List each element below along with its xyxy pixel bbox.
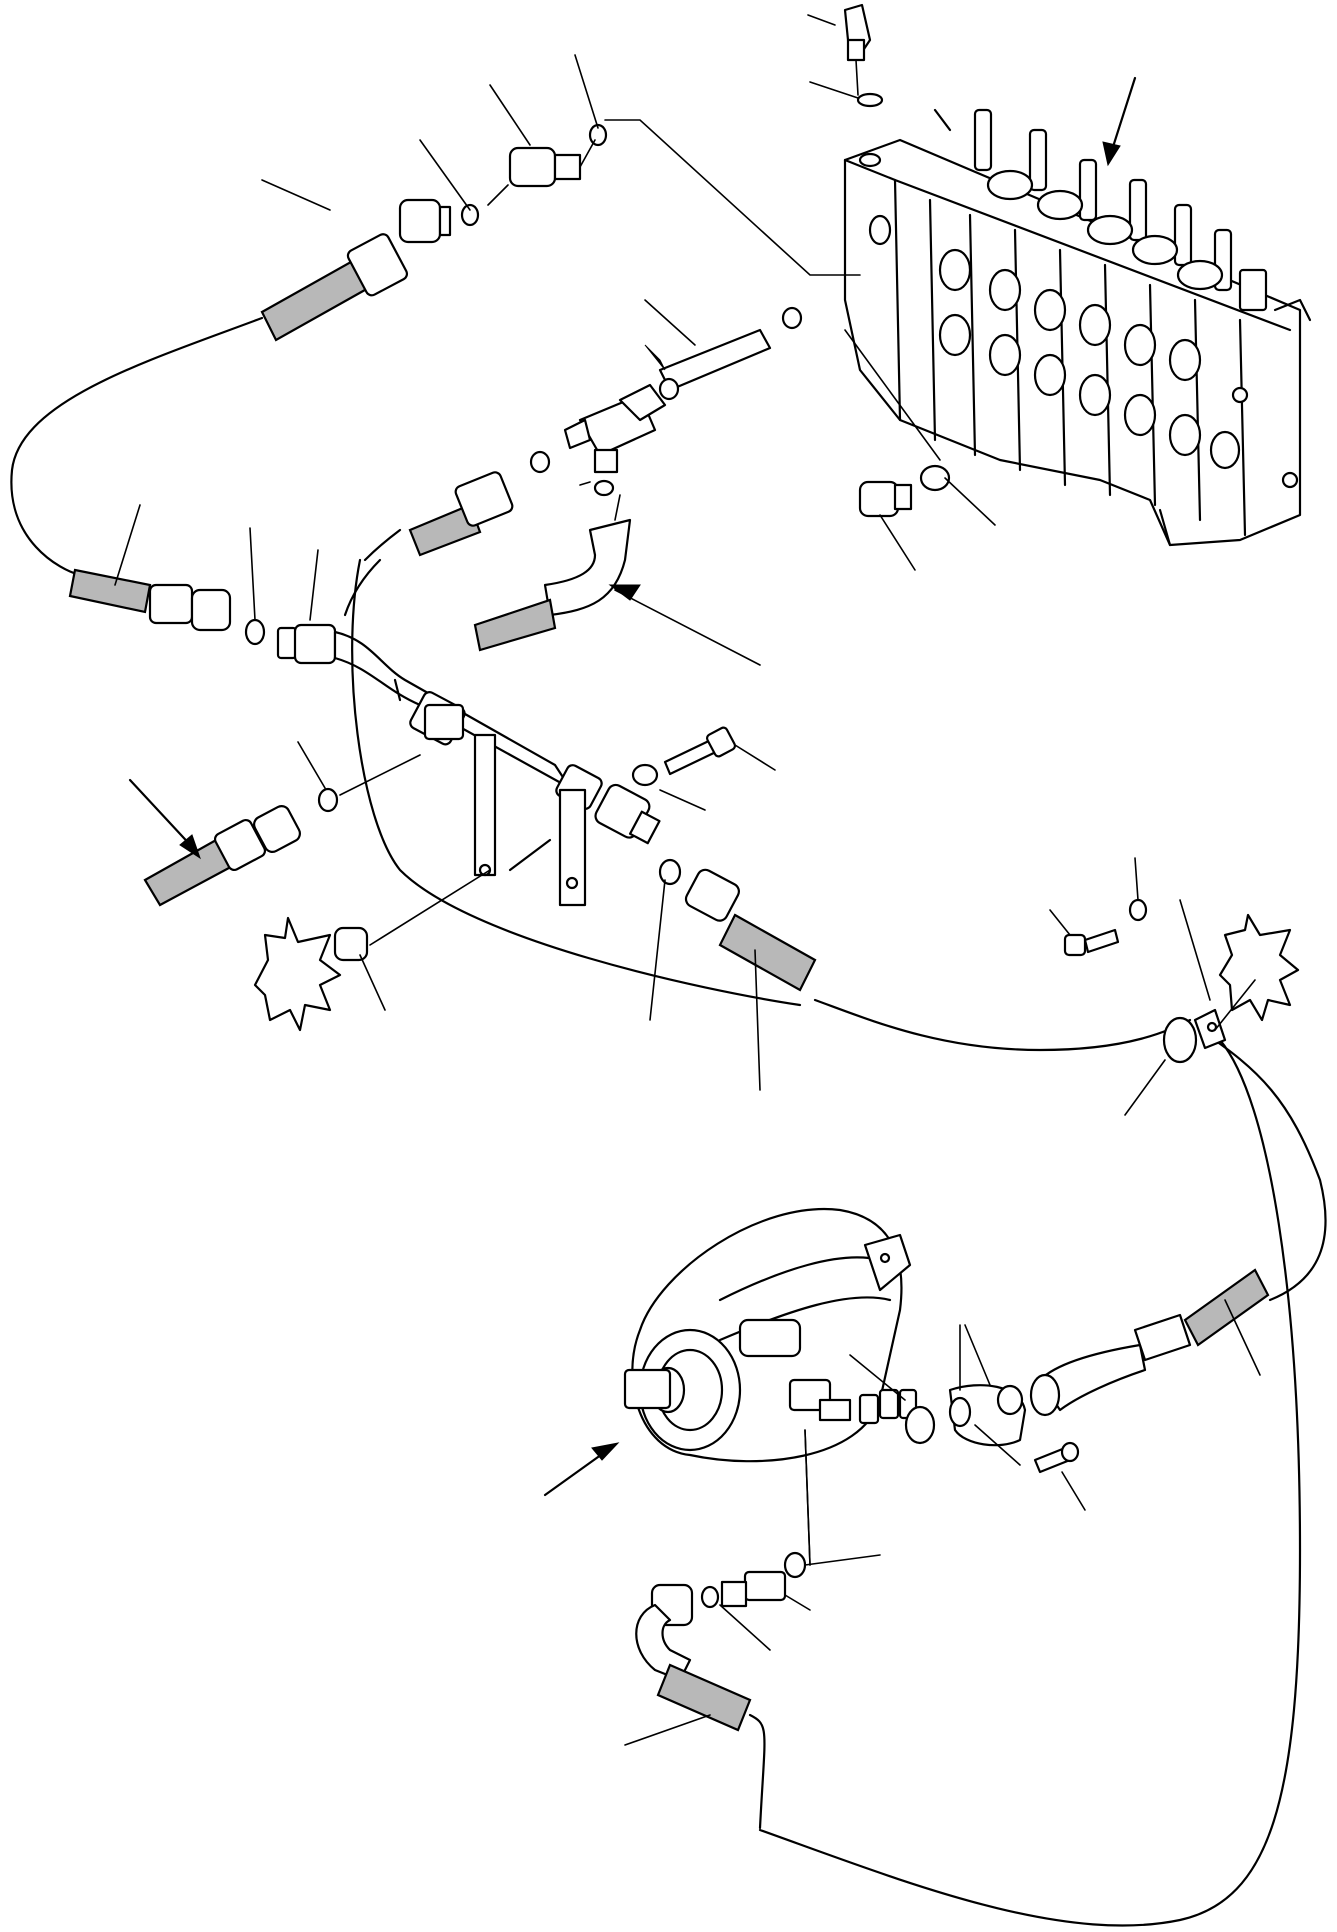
pipe-manifold-icon [276,623,661,907]
adapter-icon [700,1551,881,1651]
hose-icon [649,858,817,1091]
hose-icon [1029,1268,1270,1417]
upper-adapter-chain [398,119,861,276]
elbow-hose-icon [624,1583,766,1830]
leader-line [809,81,859,99]
leader-line [807,14,836,26]
clamp-icon [1124,899,1300,1116]
plug-icon [844,329,996,571]
hose-icon [351,558,1327,1927]
direction-arrow-icon [1102,76,1137,167]
hydraulic-pump-icon [623,1207,918,1566]
hose-icon [68,504,319,646]
spacer-icon [253,869,491,1032]
leader-line [489,84,531,146]
leader-line [419,139,471,211]
screw-icon [631,726,776,811]
hose-icon [10,233,409,577]
tee-fitting-icon [529,299,803,497]
control-valve-icon [843,108,1312,547]
flange-icon [849,1324,1086,1511]
direction-arrow-icon [543,1442,620,1497]
leader-line [574,54,599,129]
leader-line [261,179,331,211]
screw-icon [1049,857,1148,957]
elbow-hose-icon [473,494,761,666]
hose-icon [128,741,421,907]
check-fitting-icon [843,3,884,168]
hose-icon [343,471,514,617]
leader-line [804,1429,811,1566]
